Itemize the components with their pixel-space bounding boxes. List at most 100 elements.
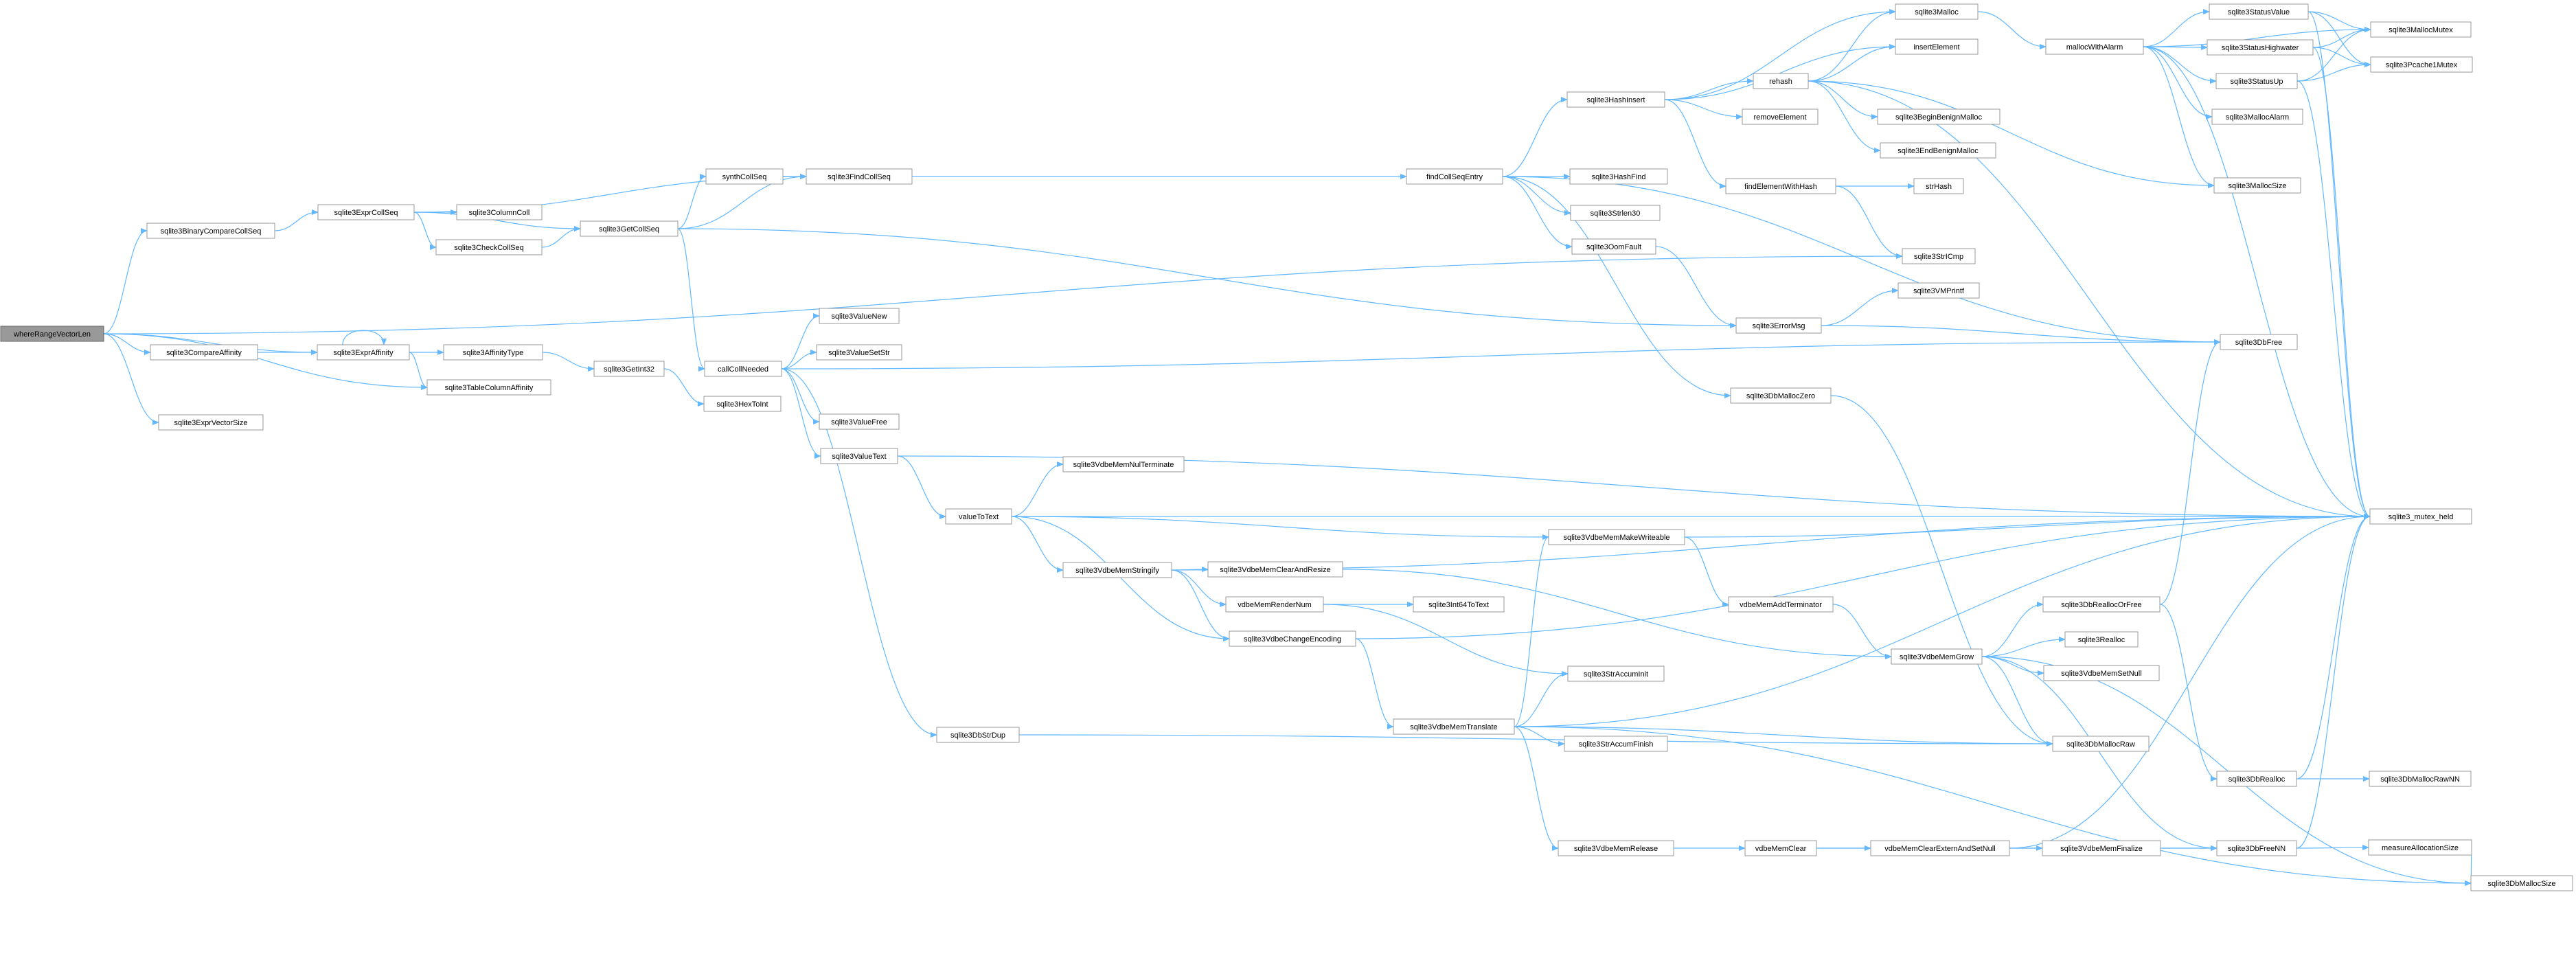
node-n_bcs[interactable]: sqlite3BinaryCompareCollSeq: [146, 223, 275, 239]
node-n_sma[interactable]: sqlite3MallocAlarm: [2211, 109, 2303, 125]
node-n_err[interactable]: sqlite3ErrorMsg: [1735, 317, 1822, 334]
node-n_i64[interactable]: sqlite3Int64ToText: [1413, 596, 1505, 613]
node-n_mas[interactable]: measureAllocationSize: [2368, 839, 2472, 856]
node-box: [1567, 665, 1665, 682]
node-n_nulT[interactable]: sqlite3VdbeMemNulTerminate: [1062, 456, 1185, 473]
node-n_h2i[interactable]: sqlite3HexToInt: [703, 396, 782, 412]
node-n_dbmr[interactable]: sqlite3DbMallocRaw: [2052, 736, 2150, 752]
node-n_vmrn[interactable]: vdbeMemRenderNum: [1225, 596, 1324, 613]
edge-n_dbrf-to-n_dbf: [2159, 339, 2221, 605]
node-label: callCollNeeded: [718, 365, 768, 374]
node-n_wrv[interactable]: whereRangeVectorLen: [0, 326, 104, 342]
edge-n_fcse-to-n_hi: [1502, 97, 1568, 177]
node-n_vnew[interactable]: sqlite3ValueNew: [819, 308, 900, 324]
node-n_vmg[interactable]: sqlite3VdbeMemGrow: [1891, 648, 1983, 665]
node-label: sqlite3VdbeMemGrow: [1900, 653, 1974, 661]
node-n_fcse[interactable]: findCollSeqEntry: [1406, 168, 1503, 185]
node-n_real[interactable]: sqlite3Realloc: [2064, 631, 2139, 648]
node-n_sh[interactable]: strHash: [1913, 178, 1964, 194]
node-n_stg[interactable]: sqlite3VdbeMemStringify: [1062, 562, 1172, 578]
node-n_dbmz[interactable]: sqlite3DbMallocZero: [1730, 387, 1832, 404]
node-label: sqlite3MallocAlarm: [2226, 113, 2289, 122]
node-n_rh[interactable]: rehash: [1753, 73, 1809, 89]
node-n_spc[interactable]: sqlite3Pcache1Mutex: [2370, 56, 2473, 73]
node-n_mh[interactable]: sqlite3_mutex_held: [2369, 508, 2472, 525]
node-n_dbr[interactable]: sqlite3DbRealloc: [2216, 771, 2297, 787]
node-n_mwa[interactable]: mallocWithAlarm: [2045, 38, 2144, 55]
node-n_vss[interactable]: sqlite3ValueSetStr: [816, 344, 902, 361]
node-n_malloc[interactable]: sqlite3Malloc: [1895, 3, 1979, 20]
edge-n_rh-to-n_sms: [1808, 80, 2215, 188]
node-n_vmt[interactable]: sqlite3VdbeMemTranslate: [1393, 718, 1515, 735]
node-box: [705, 168, 784, 185]
node-n_bbm[interactable]: sqlite3BeginBenignMalloc: [1877, 109, 2001, 125]
node-n_at[interactable]: sqlite3AffinityType: [443, 344, 543, 361]
node-n_cmpa[interactable]: sqlite3CompareAffinity: [150, 344, 258, 361]
node-n_msn[interactable]: sqlite3VdbeMemSetNull: [2043, 665, 2160, 681]
node-n_synth[interactable]: synthCollSeq: [705, 168, 784, 185]
node-label: sqlite3Malloc: [1915, 8, 1959, 16]
node-n_find[interactable]: sqlite3FindCollSeq: [806, 168, 913, 185]
node-n_ccn[interactable]: callCollNeeded: [704, 361, 782, 377]
edge-n_bcs-to-n_eacs: [274, 209, 319, 231]
node-n_vtt[interactable]: valueToText: [945, 508, 1012, 525]
edge-n_vmg-to-n_dbmr: [1981, 656, 2053, 747]
node-n_vmces[interactable]: vdbeMemClearExternAndSetNull: [1870, 840, 2010, 856]
node-label: sqlite3ExprAffinity: [333, 349, 394, 357]
node-n_re[interactable]: removeElement: [1742, 109, 1819, 125]
node-n_ea[interactable]: sqlite3ExprAffinity: [317, 344, 410, 361]
node-n_dbsd[interactable]: sqlite3DbStrDup: [936, 727, 1020, 743]
node-n_mrel[interactable]: sqlite3VdbeMemRelease: [1558, 840, 1674, 856]
edge-n_malloc-to-n_mwa: [1977, 11, 2047, 49]
node-n_ssv[interactable]: sqlite3StatusValue: [2209, 3, 2309, 20]
node-n_vmat[interactable]: vdbeMemAddTerminator: [1728, 596, 1834, 613]
node-n_smm[interactable]: sqlite3MallocMutex: [2370, 21, 2472, 38]
node-n_dbmrnn[interactable]: sqlite3DbMallocRawNN: [2369, 771, 2472, 787]
node-n_ssh[interactable]: sqlite3StatusHighwater: [2207, 39, 2314, 56]
node-n_vmf[interactable]: sqlite3VdbeMemFinalize: [2042, 840, 2161, 856]
edge-n_vtext-to-n_vtt: [897, 455, 946, 519]
node-n_vfree[interactable]: sqlite3ValueFree: [819, 413, 900, 430]
node-label: findCollSeqEntry: [1426, 173, 1483, 181]
node-n_fewh[interactable]: findElementWithHash: [1725, 178, 1836, 194]
node-n_ccs[interactable]: sqlite3CheckCollSeq: [435, 239, 543, 255]
node-n_evs[interactable]: sqlite3ExprVectorSize: [158, 414, 264, 431]
node-box: [1735, 317, 1822, 334]
node-n_vce[interactable]: sqlite3VdbeChangeEncoding: [1229, 630, 1356, 647]
node-n_gcs[interactable]: sqlite3GetCollSeq: [580, 220, 679, 237]
node-n_colc[interactable]: sqlite3ColumnColl: [456, 204, 543, 220]
node-n_ie[interactable]: insertElement: [1895, 38, 1979, 55]
node-n_mcr[interactable]: sqlite3VdbeMemClearAndResize: [1207, 561, 1343, 578]
node-n_vmp[interactable]: sqlite3VMPrintf: [1897, 282, 1980, 299]
node-n_tca[interactable]: sqlite3TableColumnAffinity: [426, 379, 551, 396]
node-n_vmc[interactable]: vdbeMemClear: [1744, 840, 1817, 856]
edge-n_ssu-to-n_mh: [2296, 80, 2371, 519]
node-n_ssu[interactable]: sqlite3StatusUp: [2215, 73, 2298, 89]
node-n_vtext[interactable]: sqlite3ValueText: [820, 448, 898, 464]
node-n_sms[interactable]: sqlite3MallocSize: [2213, 177, 2301, 194]
node-label: strHash: [1926, 183, 1952, 191]
node-n_dbrf[interactable]: sqlite3DbReallocOrFree: [2042, 596, 2161, 613]
node-n_hf[interactable]: sqlite3HashFind: [1569, 168, 1668, 185]
node-n_dbf[interactable]: sqlite3DbFree: [2220, 334, 2298, 350]
edge-n_dbsd-to-n_dbmr: [1018, 734, 2053, 747]
node-n_eacs[interactable]: sqlite3ExprCollSeq: [317, 204, 415, 220]
node-n_dbfnn[interactable]: sqlite3DbFreeNN: [2216, 840, 2297, 856]
node-n_hi[interactable]: sqlite3HashInsert: [1566, 91, 1665, 108]
node-label: sqlite3VdbeMemTranslate: [1410, 723, 1497, 731]
node-n_gi32[interactable]: sqlite3GetInt32: [593, 361, 665, 377]
node-n_ebm[interactable]: sqlite3EndBenignMalloc: [1880, 142, 1996, 159]
node-label: sqlite3HashFind: [1592, 173, 1646, 181]
edge-n_dbrf-to-n_dbr: [2159, 604, 2218, 782]
node-n_saf[interactable]: sqlite3StrAccumFinish: [1564, 736, 1668, 752]
node-box: [2043, 665, 2160, 681]
node-n_oom[interactable]: sqlite3OomFault: [1571, 238, 1656, 255]
node-box: [1569, 168, 1668, 185]
node-n_dbms[interactable]: sqlite3DbMallocSize: [2470, 875, 2573, 891]
node-n_sl30[interactable]: sqlite3Strlen30: [1570, 205, 1661, 221]
edge-n_ssu-to-n_spc: [2296, 62, 2371, 82]
node-box: [2368, 839, 2472, 856]
node-n_mmw[interactable]: sqlite3VdbeMemMakeWriteable: [1548, 529, 1685, 545]
node-n_sai[interactable]: sqlite3StrAccumInit: [1567, 665, 1665, 682]
node-n_scmp[interactable]: sqlite3StrICmp: [1902, 248, 1976, 264]
